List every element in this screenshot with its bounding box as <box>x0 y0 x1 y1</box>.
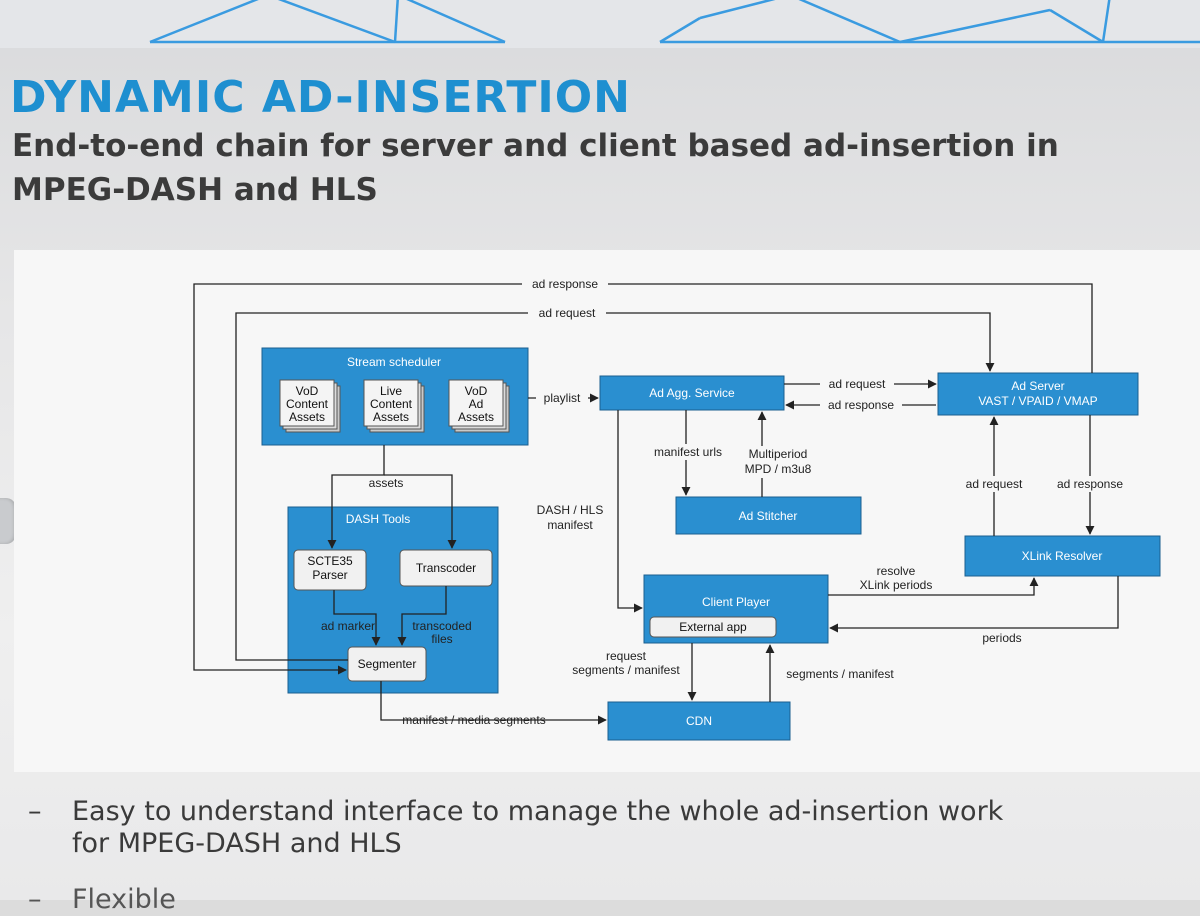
ad-response-right-label: ad response <box>1057 477 1123 491</box>
network-pattern-graphic <box>149 0 1200 44</box>
ad-response-mid-label-bg <box>820 397 902 413</box>
vod-ad-assets-l3: Assets <box>458 410 494 424</box>
dash-hls-manifest-arrow <box>617 410 643 613</box>
bullet-line: Easy to understand interface to manage t… <box>72 796 1004 827</box>
ad-server-l1: Ad Server <box>1011 379 1064 393</box>
dash-hls-manifest-l1: DASH / HLS <box>537 503 604 517</box>
scte35-parser-l1: SCTE35 <box>307 554 353 568</box>
ad-response-top-arrow <box>193 283 1093 675</box>
vod-ad-assets-icon <box>448 379 510 433</box>
xlink-resolver-box <box>964 535 1161 577</box>
ad-request-mid-label: ad request <box>829 377 886 391</box>
resolve-xlink-l2: XLink periods <box>860 578 933 592</box>
vod-content-assets-l3: Assets <box>289 410 325 424</box>
bullet-line: Flexible <box>72 884 176 915</box>
vod-content-assets-l2: Content <box>286 397 329 411</box>
ad-request-top-label: ad request <box>539 306 596 320</box>
ad-response-top-label-bg <box>522 276 608 292</box>
live-content-assets-l2: Content <box>370 397 413 411</box>
manifest-media-segments-arrow <box>380 681 607 725</box>
bullet-item: – Easy to understand interface to manage… <box>28 796 1200 860</box>
ad-request-mid-label-bg <box>820 376 894 392</box>
ad-marker-label: ad marker <box>321 619 375 633</box>
transcoded-files-arrow <box>397 586 447 646</box>
assets-to-transcoder-arrow <box>384 474 457 549</box>
client-player-label: Client Player <box>702 595 770 609</box>
segmenter-label: Segmenter <box>358 657 417 671</box>
live-content-assets-l3: Assets <box>373 410 409 424</box>
request-segments-l1: request <box>606 649 647 663</box>
request-segments-l2: segments / manifest <box>572 663 680 677</box>
segmenter-box <box>347 646 427 682</box>
ad-agg-service-box <box>599 375 785 411</box>
transcoded-files-l2: files <box>431 632 452 646</box>
ad-marker-arrow <box>333 590 381 646</box>
dash-tools-box <box>287 506 499 694</box>
vod-content-assets-l1: VoD <box>296 384 319 398</box>
live-content-assets-icon <box>363 379 425 433</box>
manifest-urls-label-bg <box>648 444 728 460</box>
assets-label: assets <box>369 476 404 490</box>
diagram-canvas: Stream scheduler VoD Content Assets Live… <box>193 276 1161 741</box>
page-title: DYNAMIC AD-INSERTION <box>10 72 631 123</box>
live-content-assets-l1: Live <box>380 384 402 398</box>
periods-arrow <box>829 576 1119 633</box>
ad-response-top-label: ad response <box>532 277 598 291</box>
ad-request-top-label-bg <box>528 305 606 321</box>
xlink-resolver-label: XLink Resolver <box>1022 549 1103 563</box>
vod-ad-assets-l2: Ad <box>469 397 484 411</box>
multiperiod-label-l1: Multiperiod <box>749 447 808 461</box>
ad-request-right-label-bg <box>958 476 1030 492</box>
network-pattern-band <box>0 0 1200 48</box>
vod-ad-assets-l1: VoD <box>465 384 488 398</box>
vod-content-assets-icon <box>279 379 341 433</box>
external-app-label: External app <box>679 620 747 634</box>
ad-request-right-label: ad request <box>966 477 1023 491</box>
ad-request-top-arrow <box>235 312 995 661</box>
bullet-dash: – <box>28 796 42 827</box>
resolve-xlink-arrow <box>828 577 1039 596</box>
page-subtitle: End-to-end chain for server and client b… <box>12 128 1059 208</box>
cdn-box <box>607 701 791 741</box>
poster-fastener <box>0 498 16 544</box>
multiperiod-label-l2: MPD / m3u8 <box>745 462 812 476</box>
cdn-label: CDN <box>686 714 712 728</box>
bullet-list: – Easy to understand interface to manage… <box>28 796 1200 916</box>
architecture-diagram: Stream scheduler VoD Content Assets Live… <box>14 250 1200 772</box>
ad-stitcher-label: Ad Stitcher <box>739 509 798 523</box>
scte35-parser-l2: Parser <box>312 568 347 582</box>
playlist-label: playlist <box>544 391 581 405</box>
dash-hls-manifest-l2: manifest <box>547 518 593 532</box>
segments-manifest-label: segments / manifest <box>786 667 894 681</box>
ad-server-l2: VAST / VPAID / VMAP <box>978 394 1097 408</box>
manifest-media-segments-label: manifest / media segments <box>402 713 545 727</box>
assets-to-scte35-arrow <box>327 445 385 549</box>
transcoded-files-l1: transcoded <box>412 619 471 633</box>
multiperiod-label-bg <box>734 446 822 478</box>
external-app-box <box>649 616 777 638</box>
playlist-label-bg <box>536 390 588 406</box>
ad-agg-service-label: Ad Agg. Service <box>649 386 735 400</box>
bullet-dash: – <box>28 884 42 915</box>
bullet-line: for MPEG-DASH and HLS <box>72 828 402 859</box>
ad-response-right-label-bg <box>1048 476 1132 492</box>
resolve-xlink-l1: resolve <box>877 564 916 578</box>
manifest-urls-label: manifest urls <box>654 445 722 459</box>
ad-response-mid-label: ad response <box>828 398 894 412</box>
ad-server-box <box>937 372 1139 416</box>
periods-label: periods <box>982 631 1021 645</box>
ad-stitcher-box <box>675 496 862 535</box>
transcoder-label: Transcoder <box>416 561 476 575</box>
bullet-item: – Flexible <box>28 884 1200 916</box>
scte35-parser-box <box>293 549 367 591</box>
stream-scheduler-label: Stream scheduler <box>347 355 441 369</box>
dash-tools-label: DASH Tools <box>346 512 410 526</box>
